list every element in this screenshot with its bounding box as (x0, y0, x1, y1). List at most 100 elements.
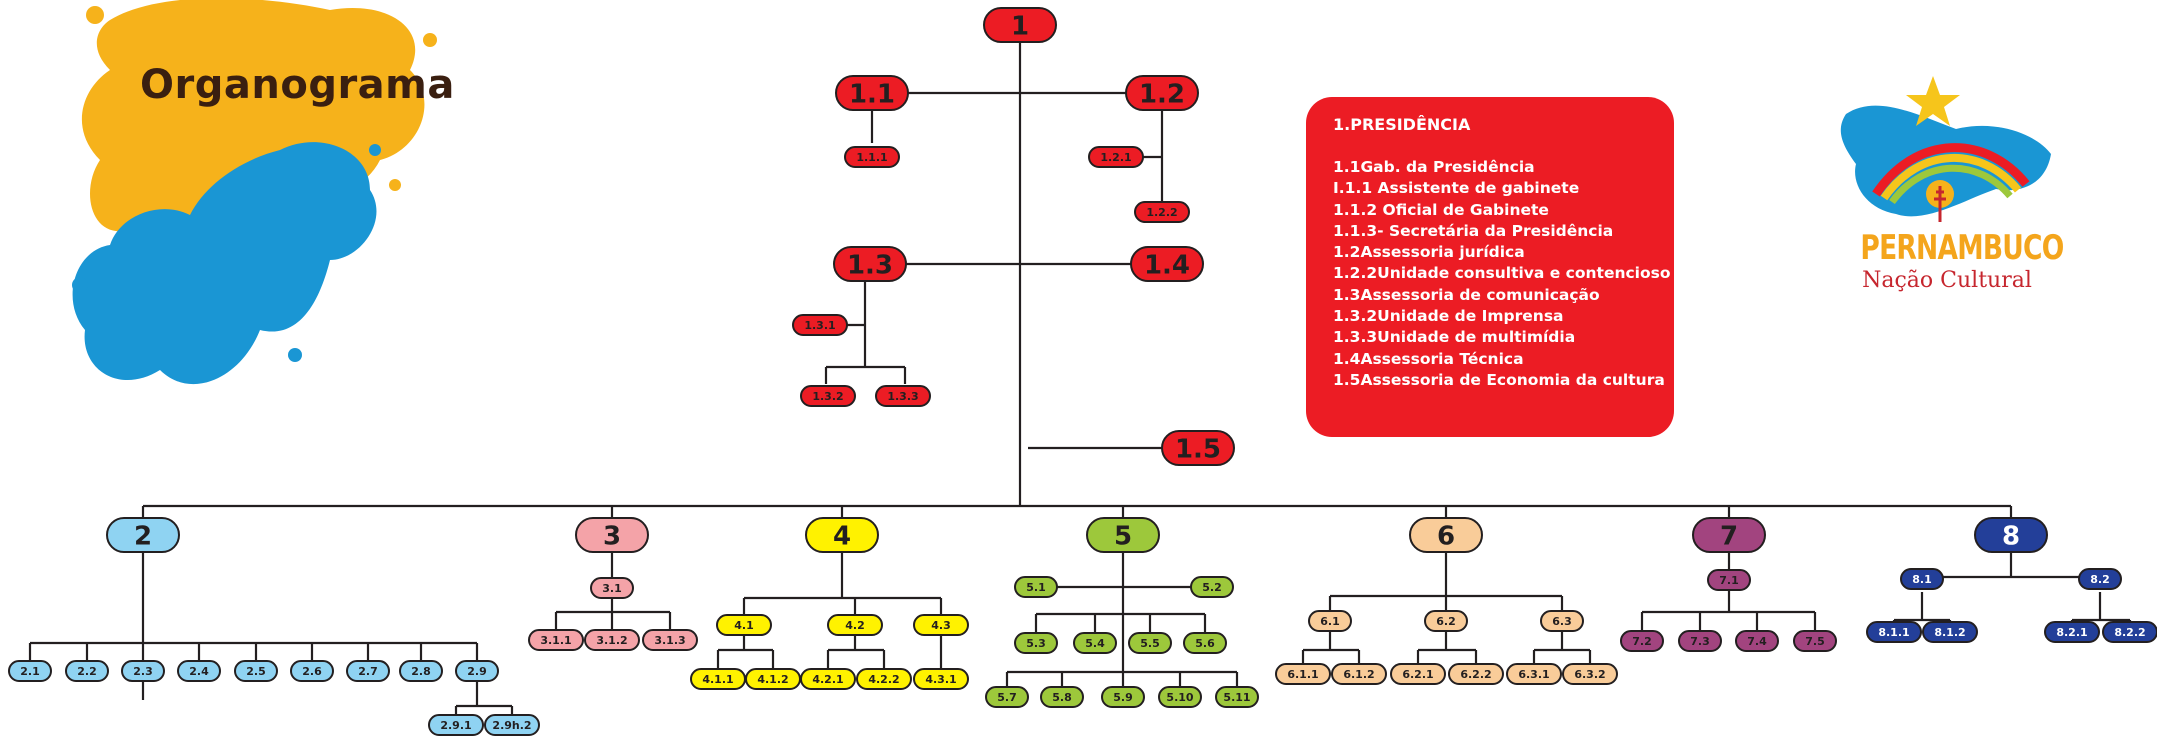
org-node-3-1-3: 3.1.3 (642, 629, 698, 651)
org-node-2-9: 2.9 (455, 660, 499, 682)
org-node-5-3: 5.3 (1014, 632, 1058, 654)
legend-item: 1.1.3- Secretária da Presidência (1333, 221, 1614, 240)
org-node-2-5: 2.5 (234, 660, 278, 682)
org-node-box (399, 660, 443, 682)
org-node-label: 6.2.2 (1460, 668, 1491, 681)
org-node-2-6: 2.6 (290, 660, 334, 682)
org-node-label: 7.3 (1690, 635, 1710, 648)
legend-item: 1.5Assessoria de Economia da cultura (1333, 370, 1665, 389)
org-node-label: 5 (1114, 521, 1132, 551)
org-node-label: 2.2 (77, 665, 97, 678)
org-node-label: 2.9 (467, 665, 487, 678)
org-node-box (1130, 246, 1204, 282)
org-node-box (584, 629, 640, 651)
org-node-box (792, 314, 848, 336)
org-node-6-2-2: 6.2.2 (1448, 663, 1504, 685)
org-node-box (913, 668, 969, 690)
org-node-label: 1.2.2 (1146, 206, 1177, 219)
org-node-2-9-1: 2.9.1 (428, 714, 484, 736)
legend-item: 1.2Assessoria jurídica (1333, 243, 1525, 262)
org-node-label: 5.3 (1026, 637, 1046, 650)
org-node-box (983, 7, 1057, 43)
org-node-box (65, 660, 109, 682)
org-node-label: 7.4 (1747, 635, 1767, 648)
org-node-label: 2.5 (246, 665, 266, 678)
org-node-label: 5.2 (1202, 581, 1222, 594)
org-node-box (1161, 430, 1235, 466)
org-node-box (484, 714, 540, 736)
org-node-label: 4.2 (845, 619, 865, 632)
org-node-4-2-1: 4.2.1 (800, 668, 856, 690)
org-node-label: 2 (134, 521, 152, 551)
org-node-2-3: 2.3 (121, 660, 165, 682)
org-node-box (1866, 621, 1922, 643)
org-node-label: 4.3.1 (925, 673, 956, 686)
org-node-1: 1 (983, 7, 1057, 43)
org-node-3-1-1: 3.1.1 (528, 629, 584, 651)
org-node-5-9: 5.9 (1101, 686, 1145, 708)
org-node-4-3-1: 4.3.1 (913, 668, 969, 690)
org-node-box (985, 686, 1029, 708)
org-node-label: 6.3 (1552, 615, 1572, 628)
org-node-label: 7 (1720, 521, 1738, 551)
org-node-2-9h-2: 2.9h.2 (484, 714, 540, 736)
org-node-label: 2.1 (20, 665, 40, 678)
org-node-box (1125, 75, 1199, 111)
org-node-5-2: 5.2 (1190, 576, 1234, 598)
org-node-box (835, 75, 909, 111)
org-node-8-2: 8.2 (2078, 568, 2122, 590)
org-node-label: 8.2 (2090, 573, 2110, 586)
org-node-box (844, 146, 900, 168)
org-node-label: 1.2.1 (1100, 151, 1131, 164)
org-node-4-2: 4.2 (827, 614, 883, 636)
org-node-box (1390, 663, 1446, 685)
org-node-label: 5.1 (1026, 581, 1046, 594)
org-node-6-3: 6.3 (1540, 610, 1584, 632)
org-node-label: 8.1.1 (1878, 626, 1909, 639)
org-node-label: 8.2.1 (2056, 626, 2087, 639)
org-node-7-3: 7.3 (1678, 630, 1722, 652)
org-node-box (177, 660, 221, 682)
org-node-label: 6.1.1 (1287, 668, 1318, 681)
org-node-label: 1.3.3 (887, 390, 918, 403)
org-node-box (800, 668, 856, 690)
org-node-5: 5 (1086, 517, 1160, 553)
org-node-3-1: 3.1 (590, 577, 634, 599)
org-node-box (833, 246, 907, 282)
org-node-7-5: 7.5 (1793, 630, 1837, 652)
legend-item: 1.3.2Unidade de Imprensa (1333, 307, 1564, 326)
org-node-label: 2.9h.2 (492, 719, 531, 732)
org-node-box (1190, 576, 1234, 598)
org-node-8-1-2: 8.1.2 (1922, 621, 1978, 643)
org-node-6-1a: 6.1.1 (1275, 663, 1331, 685)
org-node-label: 3 (603, 521, 621, 551)
org-node-label: 8.1.2 (1934, 626, 1965, 639)
org-node-label: 4.2.2 (868, 673, 899, 686)
org-node-2: 2 (106, 517, 180, 553)
org-node-label: 5.6 (1195, 637, 1215, 650)
org-node-1-3-2: 1.3.2 (800, 385, 856, 407)
org-node-box (1275, 663, 1331, 685)
org-node-label: 5.4 (1085, 637, 1105, 650)
legend-item: 1.1Gab. da Presidência (1333, 158, 1535, 176)
org-node-label: 1.1 (849, 79, 895, 109)
org-node-5-11: 5.11 (1215, 686, 1259, 708)
org-node-box (2102, 621, 2157, 643)
legend-item: I.1.1 Assistente de gabinete (1333, 179, 1580, 198)
org-node-6-1-2: 6.1.2 (1331, 663, 1387, 685)
org-node-2-7: 2.7 (346, 660, 390, 682)
org-node-label: 5.8 (1052, 691, 1072, 704)
org-node-box (234, 660, 278, 682)
org-node-box (1101, 686, 1145, 708)
org-node-6-2-1: 6.2.1 (1390, 663, 1446, 685)
org-node-1-1-1: 1.1.1 (844, 146, 900, 168)
org-node-4-1-2: 4.1.2 (745, 668, 801, 690)
org-node-label: 4.1.2 (757, 673, 788, 686)
org-node-label: 4.1.1 (702, 673, 733, 686)
org-node-4-1: 4.1 (716, 614, 772, 636)
org-node-4-1-1: 4.1.1 (690, 668, 746, 690)
org-node-label: 3.1.2 (596, 634, 627, 647)
org-node-box (1086, 517, 1160, 553)
